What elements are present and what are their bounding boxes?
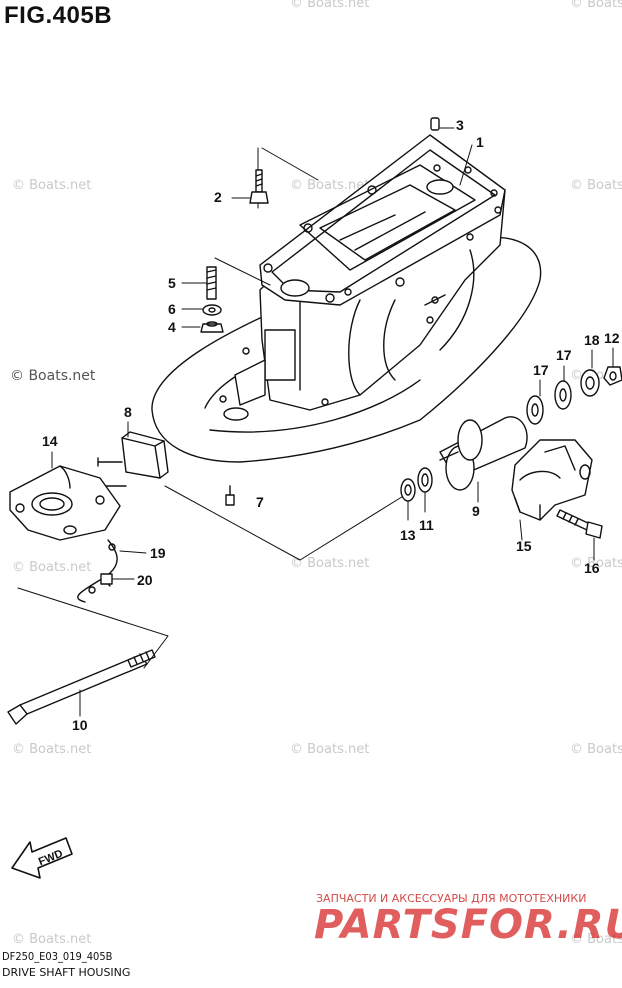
watermark: © Boats.net: [12, 932, 92, 947]
callout-4: 4: [168, 319, 176, 335]
callout-12: 12: [604, 330, 620, 346]
watermark: © Boats.net: [290, 0, 370, 11]
washer: [526, 379, 544, 425]
callout-1: 1: [476, 134, 484, 150]
callout-15: 15: [516, 538, 532, 554]
watermark: © Boats.net: [10, 368, 96, 384]
diagram-code: DF250_E03_019_405B: [2, 950, 113, 963]
nut: [181, 321, 224, 333]
watermark: © Boats.net: [570, 742, 622, 757]
watermark: © Boats.net: [570, 0, 622, 11]
washer: [580, 349, 600, 397]
bolt: [231, 169, 269, 204]
screw: [225, 485, 235, 506]
callout-8: 8: [124, 404, 132, 420]
nut: [603, 347, 622, 386]
ground-screw: [100, 573, 135, 585]
stud-bolt: [181, 266, 217, 300]
leader-line: [214, 257, 271, 286]
washer: [417, 467, 433, 513]
callout-17-upper: 17: [556, 347, 572, 363]
callout-9: 9: [472, 503, 480, 519]
washer: [181, 304, 222, 316]
figure-title: FIG.405B: [4, 2, 113, 29]
washer: [554, 365, 572, 410]
diagram-name: DRIVE SHAFT HOUSING: [2, 966, 131, 979]
ground-wire: [77, 539, 147, 603]
callout-7: 7: [256, 494, 264, 510]
watermark: © Boats.net: [570, 178, 622, 193]
callout-14: 14: [42, 433, 58, 449]
watermark: © Boats.net: [570, 932, 622, 947]
watermark: © Boats.net: [290, 178, 370, 193]
rubber-mount: [97, 421, 169, 491]
drive-shaft-housing: [151, 134, 542, 463]
callout-17: 17: [533, 362, 549, 378]
watermark: © Boats.net: [290, 742, 370, 757]
dowel-pin: [430, 117, 440, 131]
washer: [400, 478, 416, 521]
callout-20: 20: [137, 572, 153, 588]
mount-cover: [511, 439, 593, 541]
watermark: © Boats.net: [570, 556, 622, 571]
callout-5: 5: [168, 275, 176, 291]
watermark: © Boats.net: [12, 742, 92, 757]
callout-16: 16: [584, 560, 600, 576]
callout-2: 2: [214, 189, 222, 205]
long-bolt: [7, 587, 169, 725]
callout-6: 6: [168, 301, 176, 317]
leader-line: [459, 144, 473, 186]
callout-13: 13: [400, 527, 416, 543]
callout-19: 19: [150, 545, 166, 561]
callout-18: 18: [584, 332, 600, 348]
callout-3: 3: [456, 117, 464, 133]
bolt: [556, 509, 603, 561]
mount-cylinder: [439, 416, 528, 503]
brand-tagline: ЗАПЧАСТИ И АКСЕССУАРЫ ДЛЯ МОТОТЕХНИКИ: [316, 892, 587, 905]
clamp-bracket: [9, 451, 121, 541]
watermark: © Boats.net: [290, 556, 370, 571]
callout-10: 10: [72, 717, 88, 733]
callout-11: 11: [419, 517, 434, 533]
watermark: © Boats.net: [12, 178, 92, 193]
forward-arrow-icon: FWD: [11, 837, 73, 879]
leader-line: [164, 485, 406, 561]
watermark: © Boats.net: [12, 560, 92, 575]
brand-logo: PARTSFOR.RU: [314, 902, 622, 948]
